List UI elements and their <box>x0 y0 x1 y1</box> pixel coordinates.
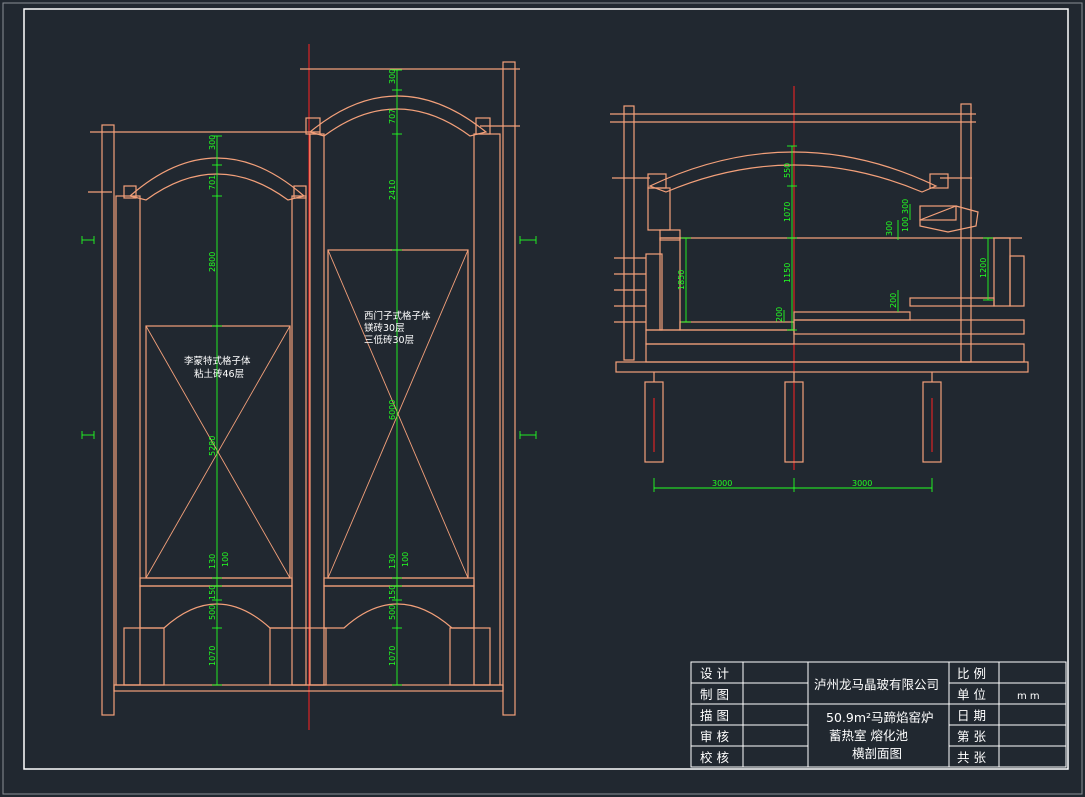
dim-d1200: 1200 <box>979 258 988 278</box>
dim-l300: 300 <box>208 135 217 150</box>
melter-section: 3000 3000 550 1070 1150 1850 300 100 300… <box>610 86 1029 492</box>
tb-label-date: 日 期 <box>957 708 986 723</box>
dim-d1070: 1070 <box>783 202 792 222</box>
dim-r500: 500 <box>388 605 397 620</box>
note-regen2-line2: 镁砖30层 <box>364 322 405 334</box>
dim-d200b: 200 <box>775 307 784 322</box>
tb-label-unit: 单 位 <box>957 687 986 702</box>
dim-r100: 100 <box>401 552 410 567</box>
dim-d1850: 1850 <box>677 270 686 290</box>
dim-l100: 100 <box>221 552 230 567</box>
tb-label-check: 校 核 <box>700 750 729 765</box>
dim-l2800: 2800 <box>208 252 217 272</box>
dim-r6000: 6000 <box>388 400 397 420</box>
dim-r1070: 1070 <box>388 646 397 666</box>
tb-title-line2: 蓄热室 熔化池 <box>829 728 908 743</box>
note-regen1-line1: 李蒙特式格子体 <box>184 355 251 367</box>
dim-l150: 150 <box>208 585 217 600</box>
tb-label-sheet: 第 张 <box>957 729 986 744</box>
tb-title-line3: 横剖面图 <box>852 746 902 761</box>
dim-d300a: 300 <box>885 221 894 236</box>
dim-d550: 550 <box>783 163 792 178</box>
dim-d100: 100 <box>901 217 910 232</box>
dim-l1070: 1070 <box>208 646 217 666</box>
regenerator-section: 300 701 2800 5280 130 100 150 500 1070 3… <box>81 44 537 730</box>
dim-d200a: 200 <box>889 293 898 308</box>
dim-r300: 300 <box>388 69 397 84</box>
dim-r150: 150 <box>388 585 397 600</box>
dim-l130: 130 <box>208 554 217 569</box>
tb-company: 泸州龙马晶玻有限公司 <box>814 677 939 692</box>
tb-label-total: 共 张 <box>957 750 986 765</box>
dim-l701: 701 <box>208 175 217 190</box>
tb-label-review: 审 核 <box>700 729 729 744</box>
dim-w3000b: 3000 <box>852 479 872 488</box>
tb-label-scale: 比 例 <box>957 666 986 681</box>
dim-l5280: 5280 <box>208 436 217 456</box>
tb-label-design: 设 计 <box>700 666 729 681</box>
dim-d300b: 300 <box>901 199 910 214</box>
drawing-frame <box>23 8 1069 770</box>
tb-unit-value: m m <box>1017 691 1040 702</box>
dim-w3000a: 3000 <box>712 479 732 488</box>
dim-d1150: 1150 <box>783 263 792 283</box>
tb-title-line1: 50.9m²马蹄焰窑炉 <box>826 710 934 725</box>
dim-l500: 500 <box>208 605 217 620</box>
dim-r707: 707 <box>388 109 397 124</box>
note-regen2-line1: 西门子式格子体 <box>364 310 431 322</box>
note-regen1-line2: 粘土砖46层 <box>194 368 244 380</box>
dim-r2410: 2410 <box>388 180 397 200</box>
tb-label-tracing: 描 图 <box>700 708 729 723</box>
title-block: 设 计 制 图 描 图 审 核 校 核 泸州龙马晶玻有限公司 50.9m²马蹄焰… <box>690 661 1067 768</box>
tb-label-drafting: 制 图 <box>700 687 729 702</box>
note-regen2-line3: 三低砖30层 <box>364 334 414 346</box>
dim-r130: 130 <box>388 554 397 569</box>
